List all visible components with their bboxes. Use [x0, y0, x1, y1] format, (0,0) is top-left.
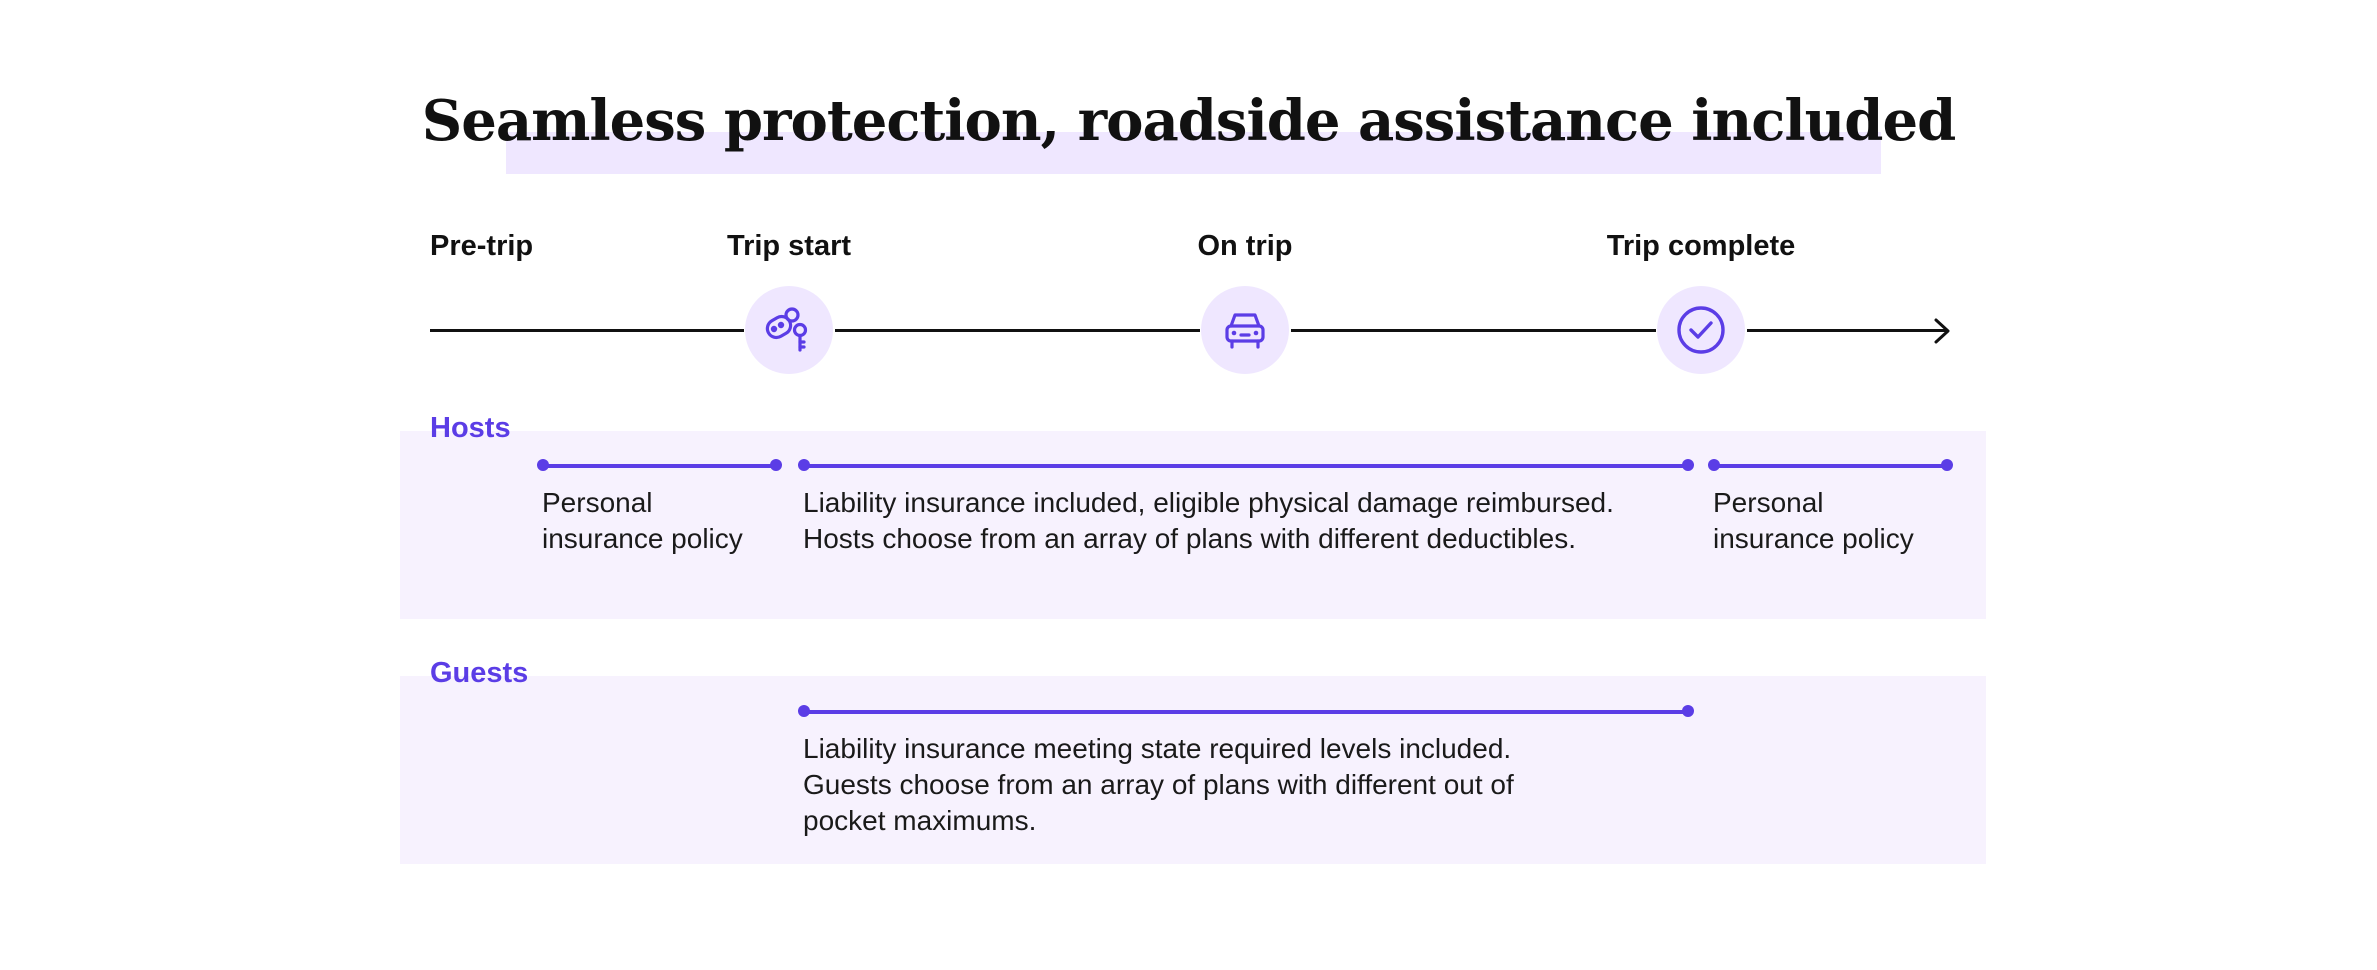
car-icon: [1225, 313, 1265, 349]
coverage-text: Personal insurance policy: [1713, 487, 1914, 554]
timeline-arrow-icon: [1934, 318, 1950, 344]
hosts-label: Hosts: [430, 412, 511, 444]
coverage-bar: [798, 459, 1694, 473]
timeline-line: [430, 329, 744, 332]
timeline-line: [1291, 329, 1656, 332]
phase-label-pre-trip: Pre-trip: [430, 230, 534, 262]
timeline-line: [835, 329, 1200, 332]
on-trip-marker: [1201, 286, 1289, 374]
coverage-bar: [1708, 459, 1953, 473]
guests-label: Guests: [430, 657, 529, 689]
title-highlight: [506, 132, 1881, 174]
trip-start-marker: [745, 286, 833, 374]
check-circle-icon: [1677, 306, 1725, 354]
coverage-text: Liability insurance meeting state requir…: [803, 733, 1514, 836]
trip-complete-marker: [1657, 286, 1745, 374]
hosts-band: [400, 431, 1986, 619]
page-title: Seamless protection, roadside assistance…: [421, 88, 1957, 154]
car-key-icon: [765, 307, 808, 352]
timeline-line: [1747, 329, 1947, 332]
phase-label-trip-complete: Trip complete: [1606, 230, 1796, 262]
coverage-bar: [537, 459, 782, 473]
coverage-bar: [798, 705, 1694, 719]
phase-label-on-trip: On trip: [1197, 230, 1293, 262]
coverage-text: Liability insurance included, eligible p…: [803, 487, 1614, 554]
guests-band: [400, 676, 1986, 864]
coverage-text: Personal insurance policy: [542, 487, 743, 554]
phase-label-trip-start: Trip start: [726, 230, 852, 262]
